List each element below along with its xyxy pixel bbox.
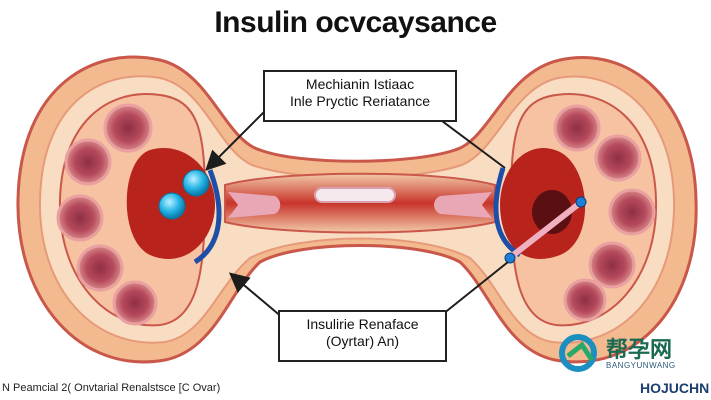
label-box-top-line1: Mechianin Istiaac — [305, 76, 415, 92]
label-box-bottom-line2: (Oyrtar) An) — [325, 333, 400, 349]
watermark: 帮孕网 BANGYUNWANG — [556, 330, 706, 376]
follicle — [56, 194, 104, 242]
follicle — [553, 104, 601, 152]
right-dark-core — [532, 190, 572, 234]
label-box-top-line2: Inle Pryctic Reriatance — [289, 93, 431, 109]
follicle — [608, 188, 656, 236]
left-blue-band — [193, 169, 222, 265]
footer-brand: HOJUCHN — [640, 380, 710, 396]
cyan-molecule — [182, 169, 210, 197]
receptor-stick — [509, 200, 583, 259]
right-tube-flare — [434, 192, 492, 218]
tube-lumen — [314, 187, 396, 203]
follicle — [76, 244, 124, 292]
follicle — [594, 134, 642, 182]
follicle — [112, 280, 158, 326]
follicle — [64, 138, 112, 186]
pointer-bottom-right — [437, 261, 509, 319]
pointer-top-left — [205, 107, 269, 171]
left-follicles — [56, 103, 158, 326]
left-tube-flare — [228, 192, 281, 218]
follicle — [588, 241, 636, 289]
label-box-bottom-line1: Insulirie Renaface — [306, 316, 419, 332]
watermark-en-text: BANGYUNWANG — [606, 361, 676, 370]
watermark-cn-text: 帮孕网 — [606, 338, 673, 363]
pointer-bottom-left — [228, 272, 284, 319]
diagram-title: Insulin ocvcaysance — [214, 6, 497, 39]
right-follicles — [553, 104, 656, 322]
follicle — [563, 278, 607, 322]
cyan-molecule — [158, 192, 186, 220]
label-box-bottom: Insulirie Renaface (Oyrtar) An) — [278, 310, 447, 362]
watermark-logo-icon — [559, 334, 597, 372]
label-box-top: Mechianin Istiaac Inle Pryctic Reriatanc… — [263, 70, 457, 122]
right-blue-band — [493, 167, 522, 258]
receptor-bottom-dot — [504, 252, 516, 264]
follicle — [103, 103, 153, 153]
footer-caption: N Peamcial 2( Onvtarial Renalstsce [C Ov… — [2, 382, 221, 394]
receptor-top-dot — [575, 196, 587, 208]
